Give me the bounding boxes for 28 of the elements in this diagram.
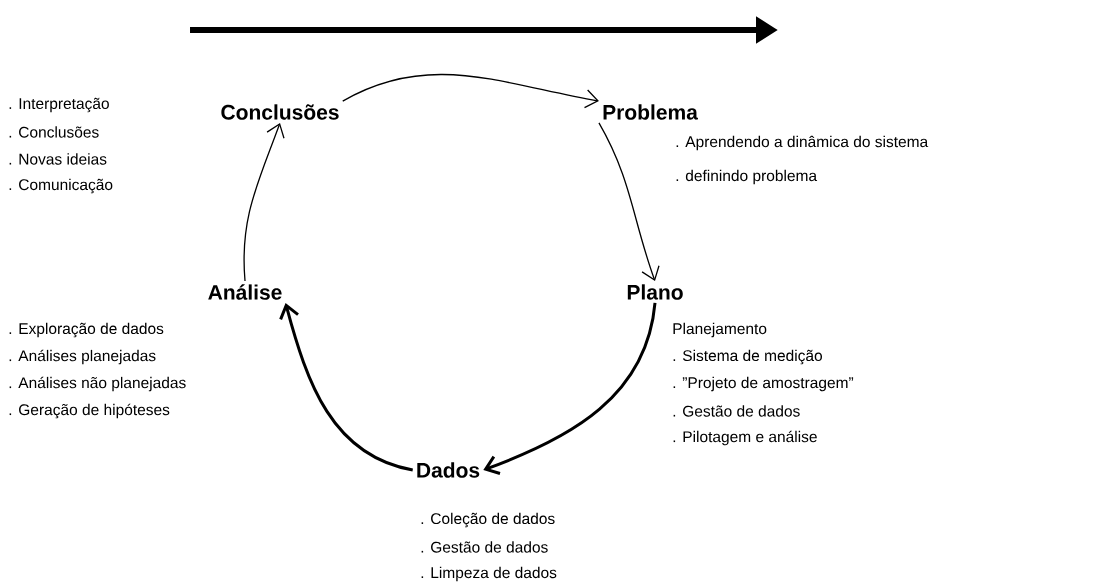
stage-label: Conclusões	[221, 104, 339, 120]
list-item: . Análises não planejadas	[9, 376, 186, 392]
list-item: . Gestão de dados	[673, 405, 800, 417]
list-item: . Exploração de dados	[9, 322, 164, 338]
list-item: . Limpeza de dados	[421, 566, 557, 582]
list-item: . Coleção de dados	[421, 512, 555, 528]
list-item: . Geração de hipóteses	[9, 403, 170, 419]
arrow	[243, 122, 285, 282]
list-item: . Novas ideias	[9, 153, 107, 165]
list-item: . Conclusões	[9, 126, 99, 138]
arrow	[279, 303, 414, 472]
arrow	[342, 73, 599, 109]
list-item: . Interpretação	[9, 97, 109, 113]
list-item: . ”Projeto de amostragem”	[673, 376, 854, 392]
list-item: Planejamento	[673, 322, 767, 338]
list-item: . Sistema de medição	[673, 349, 822, 365]
list-item: . Análises planejadas	[9, 349, 156, 365]
list-item: . definindo problema	[676, 169, 818, 185]
stage-label: Problema	[603, 104, 698, 120]
stage-label: Plano	[627, 284, 683, 300]
list-item: . Gestão de dados	[421, 541, 548, 553]
stage-label: Análise	[208, 284, 282, 300]
arrow	[483, 302, 657, 475]
arrow	[598, 122, 660, 282]
stage-label: Dados	[417, 462, 480, 478]
list-item: . Pilotagem e análise	[673, 430, 817, 446]
list-item: . Comunicação	[9, 178, 113, 194]
list-item: . Aprendendo a dinâmica do sistema	[676, 135, 929, 151]
